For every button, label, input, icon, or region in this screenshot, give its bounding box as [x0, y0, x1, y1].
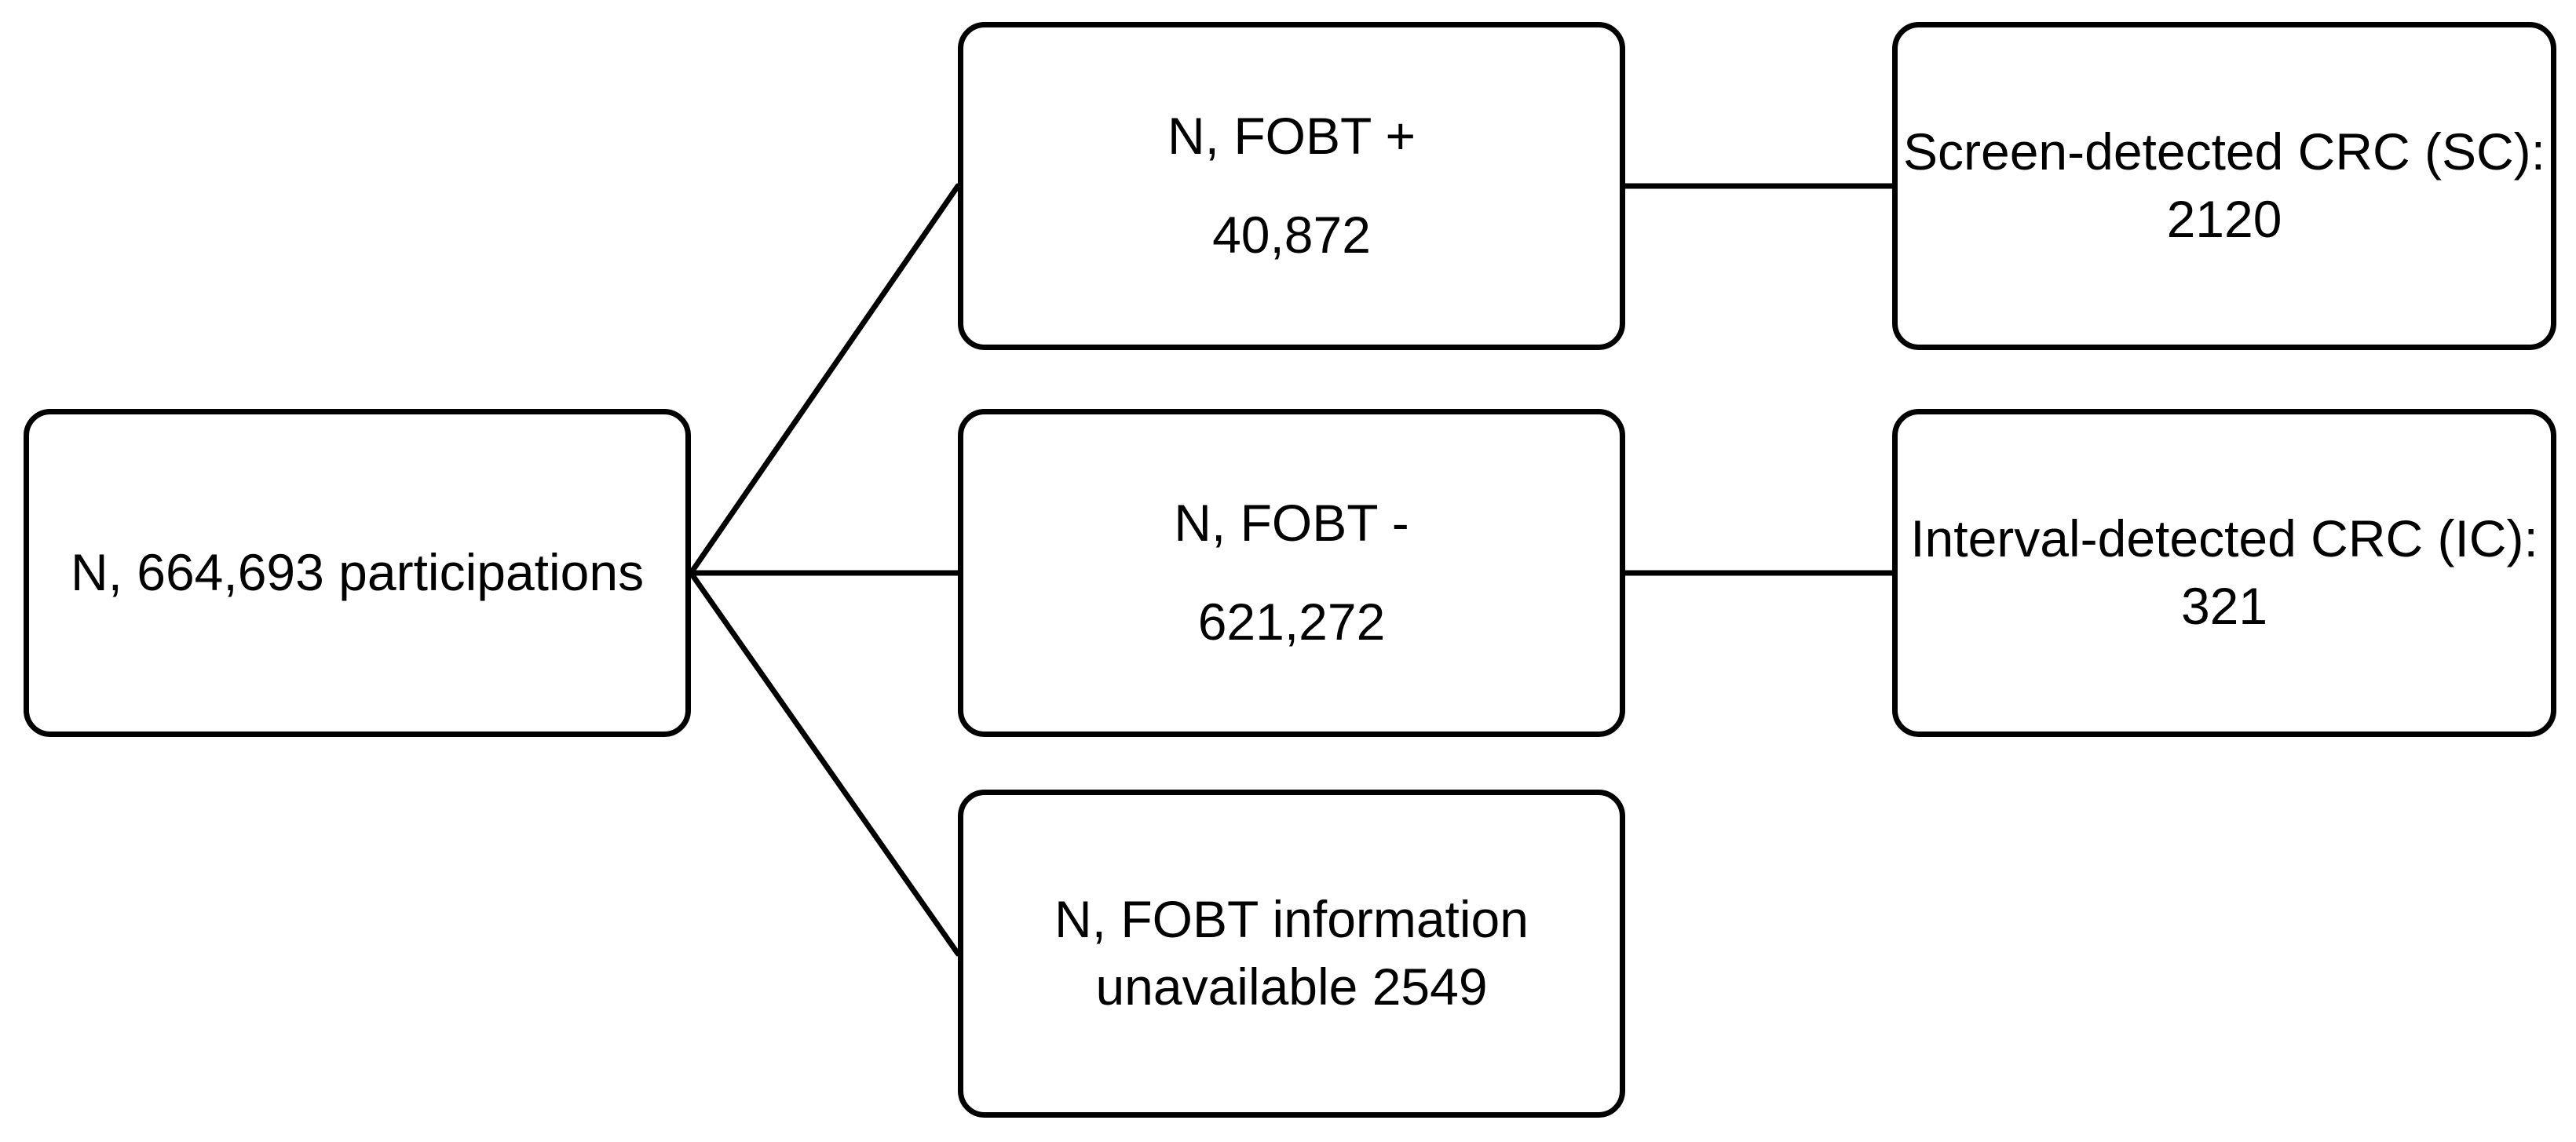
total-participations-label: N, 664,693 participations	[70, 543, 645, 602]
connector-total-to-positive	[688, 183, 961, 576]
screen-detected-crc-box: Screen-detected CRC (SC): 2120	[1892, 22, 2556, 350]
total-participations-box: N, 664,693 participations	[24, 409, 691, 737]
fobt-unavailable-box: N, FOBT information unavailable 2549	[958, 790, 1625, 1118]
fobt-unavailable-label: N, FOBT information	[1054, 890, 1529, 949]
fobt-negative-count: 621,272	[1197, 593, 1386, 651]
fobt-positive-label: N, FOBT +	[1167, 107, 1416, 166]
fobt-positive-count: 40,872	[1212, 206, 1371, 264]
fobt-unavailable-count: unavailable 2549	[1095, 958, 1488, 1016]
interval-detected-crc-count: 321	[2180, 577, 2268, 635]
interval-detected-crc-box: Interval-detected CRC (IC): 321	[1892, 409, 2556, 737]
interval-detected-crc-label: Interval-detected CRC (IC):	[1910, 509, 2538, 568]
screen-detected-crc-label: Screen-detected CRC (SC):	[1903, 122, 2545, 181]
fobt-positive-box: N, FOBT + 40,872	[958, 22, 1625, 350]
fobt-negative-box: N, FOBT - 621,272	[958, 409, 1625, 737]
connector-total-to-unavailable	[688, 570, 961, 957]
screen-detected-crc-count: 2120	[2166, 190, 2282, 248]
fobt-negative-label: N, FOBT -	[1174, 494, 1409, 553]
